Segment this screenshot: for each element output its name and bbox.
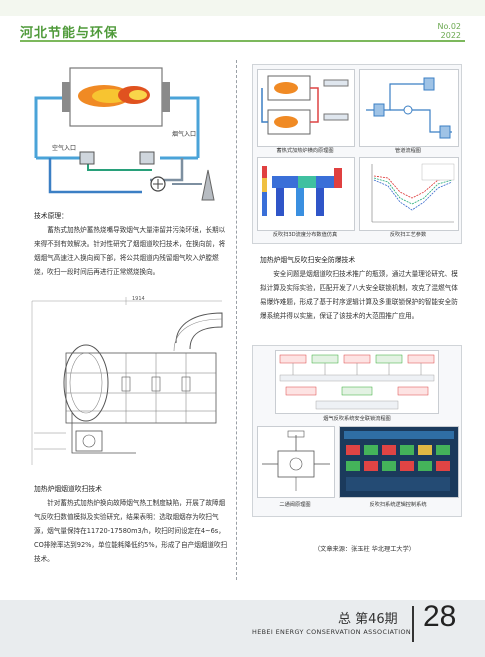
header-band [0, 0, 485, 16]
safety-body: 安全问题是烟烟道吹扫技术推广的瓶颈，通过大量理论研究、模拟计算及实际实验，匹配开… [260, 270, 458, 320]
engineering-drawing: 1914 [26, 293, 226, 473]
issue-year-text: 2022 [440, 31, 461, 40]
air-inlet-label: 空气入口 [52, 144, 76, 152]
purge-body: 针对蓄热式加热炉换向故障烟气热工制度缺陷，开展了故障烟气反吹扫数值模拟及实验研究… [34, 499, 228, 563]
caption-simulation: 反吹扫3D流度分布数值仿真 [272, 232, 338, 238]
engineering-drawing-svg: 1914 [26, 293, 226, 473]
principle-body: 蓄热式加热炉蓄热烧嘴导致烟气大量滞留并污染环境，长期以来得不到有效解决。针对性研… [34, 226, 226, 276]
figure-panel-bottom: 烟气反吹系统安全联锁流程图 [252, 345, 462, 517]
purge-heading: 加热炉烟烟道吹扫技术 [34, 485, 102, 493]
issue-no-text: No.02 [437, 22, 461, 31]
footer-association: HEBEI ENERGY CONSERVATION ASSOCIATION [252, 628, 412, 636]
dimension-label: 1914 [132, 296, 145, 302]
safety-heading: 加热炉烟气反吹扫安全防爆技术 [260, 256, 356, 264]
pipe-flow-chart [359, 69, 459, 147]
footer-band [0, 600, 485, 657]
principle-diagram-svg: 烟气入口 空气入口 [22, 62, 228, 204]
caption-logic-control: 反吹扫系统逻辑控制系统 [369, 502, 427, 508]
caption-pipe-flow: 管道流程图 [395, 148, 421, 154]
principle-diagram: 烟气入口 空气入口 [22, 62, 228, 204]
header-rule [20, 40, 465, 42]
simulation-3d-image [257, 157, 355, 231]
footer-divider [412, 606, 414, 642]
issue-number: No.02 2022 [438, 22, 461, 40]
page-number: 28 [423, 600, 457, 633]
magazine-title: 河北节能与环保 [20, 26, 119, 41]
process-parameter-chart [359, 157, 459, 231]
caption-interlock-flowchart: 烟气反吹系统安全联锁流程图 [323, 416, 391, 422]
section-purge: 加热炉烟烟道吹扫技术 针对蓄热式加热炉换向故障烟气热工制度缺陷，开展了故障烟气反… [34, 482, 230, 566]
caption-furnace-schematic: 蓄热式加热炉横向原理图 [276, 148, 334, 154]
flue-inlet-label: 烟气入口 [172, 130, 196, 138]
section-principle: 技术原理： 蓄热式加热炉蓄热烧嘴导致烟气大量滞留并污染环境，长期以来得不到有效解… [34, 209, 230, 279]
section-safety: 加热炉烟气反吹扫安全防爆技术 安全问题是烟烟道吹扫技术推广的瓶颈，通过大量理论研… [260, 253, 460, 323]
logic-control-screen [339, 426, 459, 498]
footer-issue: 总 第46期 [338, 612, 398, 627]
furnace-schematic [257, 69, 355, 147]
column-divider [236, 60, 237, 580]
principle-heading: 技术原理： [34, 212, 68, 220]
caption-process-params: 反吹扫工艺参数 [389, 232, 427, 238]
safety-interlock-flowchart [275, 350, 439, 414]
article-source: （文章来源：张玉柱 华北理工大学） [314, 546, 415, 553]
figure-panel-top: 蓄热式加热炉横向原理图 管道流程图 反吹扫3D流度分布数值仿真 反吹扫工艺参数 [252, 64, 462, 244]
caption-two-way-valve: 二通阀原理图 [279, 502, 311, 508]
two-way-valve-diagram [257, 426, 335, 498]
